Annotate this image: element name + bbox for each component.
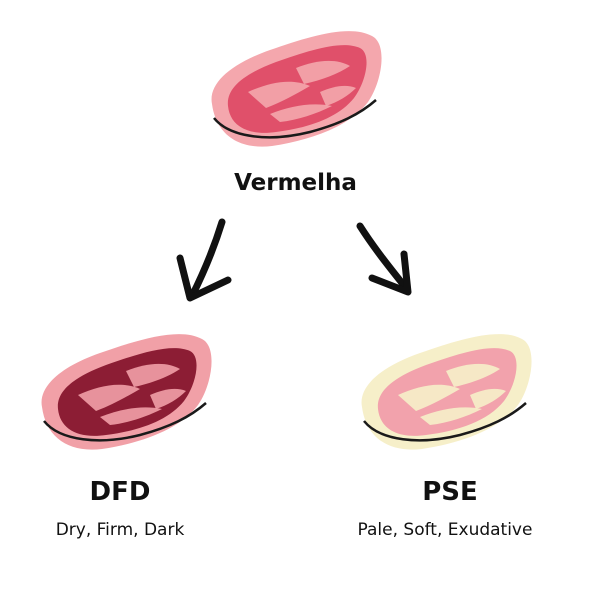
node-label-pse: PSE	[422, 477, 478, 507]
node-label-vermelha: Vermelha	[234, 170, 357, 196]
node-label-dfd: DFD	[89, 477, 151, 507]
node-sublabel-dfd: Dry, Firm, Dark	[55, 520, 185, 540]
node-sublabel-pse: Pale, Soft, Exudative	[357, 520, 533, 540]
steak-vermelha-icon	[211, 31, 382, 147]
steak-pse-icon	[361, 334, 532, 450]
steak-dfd-icon	[41, 334, 212, 450]
